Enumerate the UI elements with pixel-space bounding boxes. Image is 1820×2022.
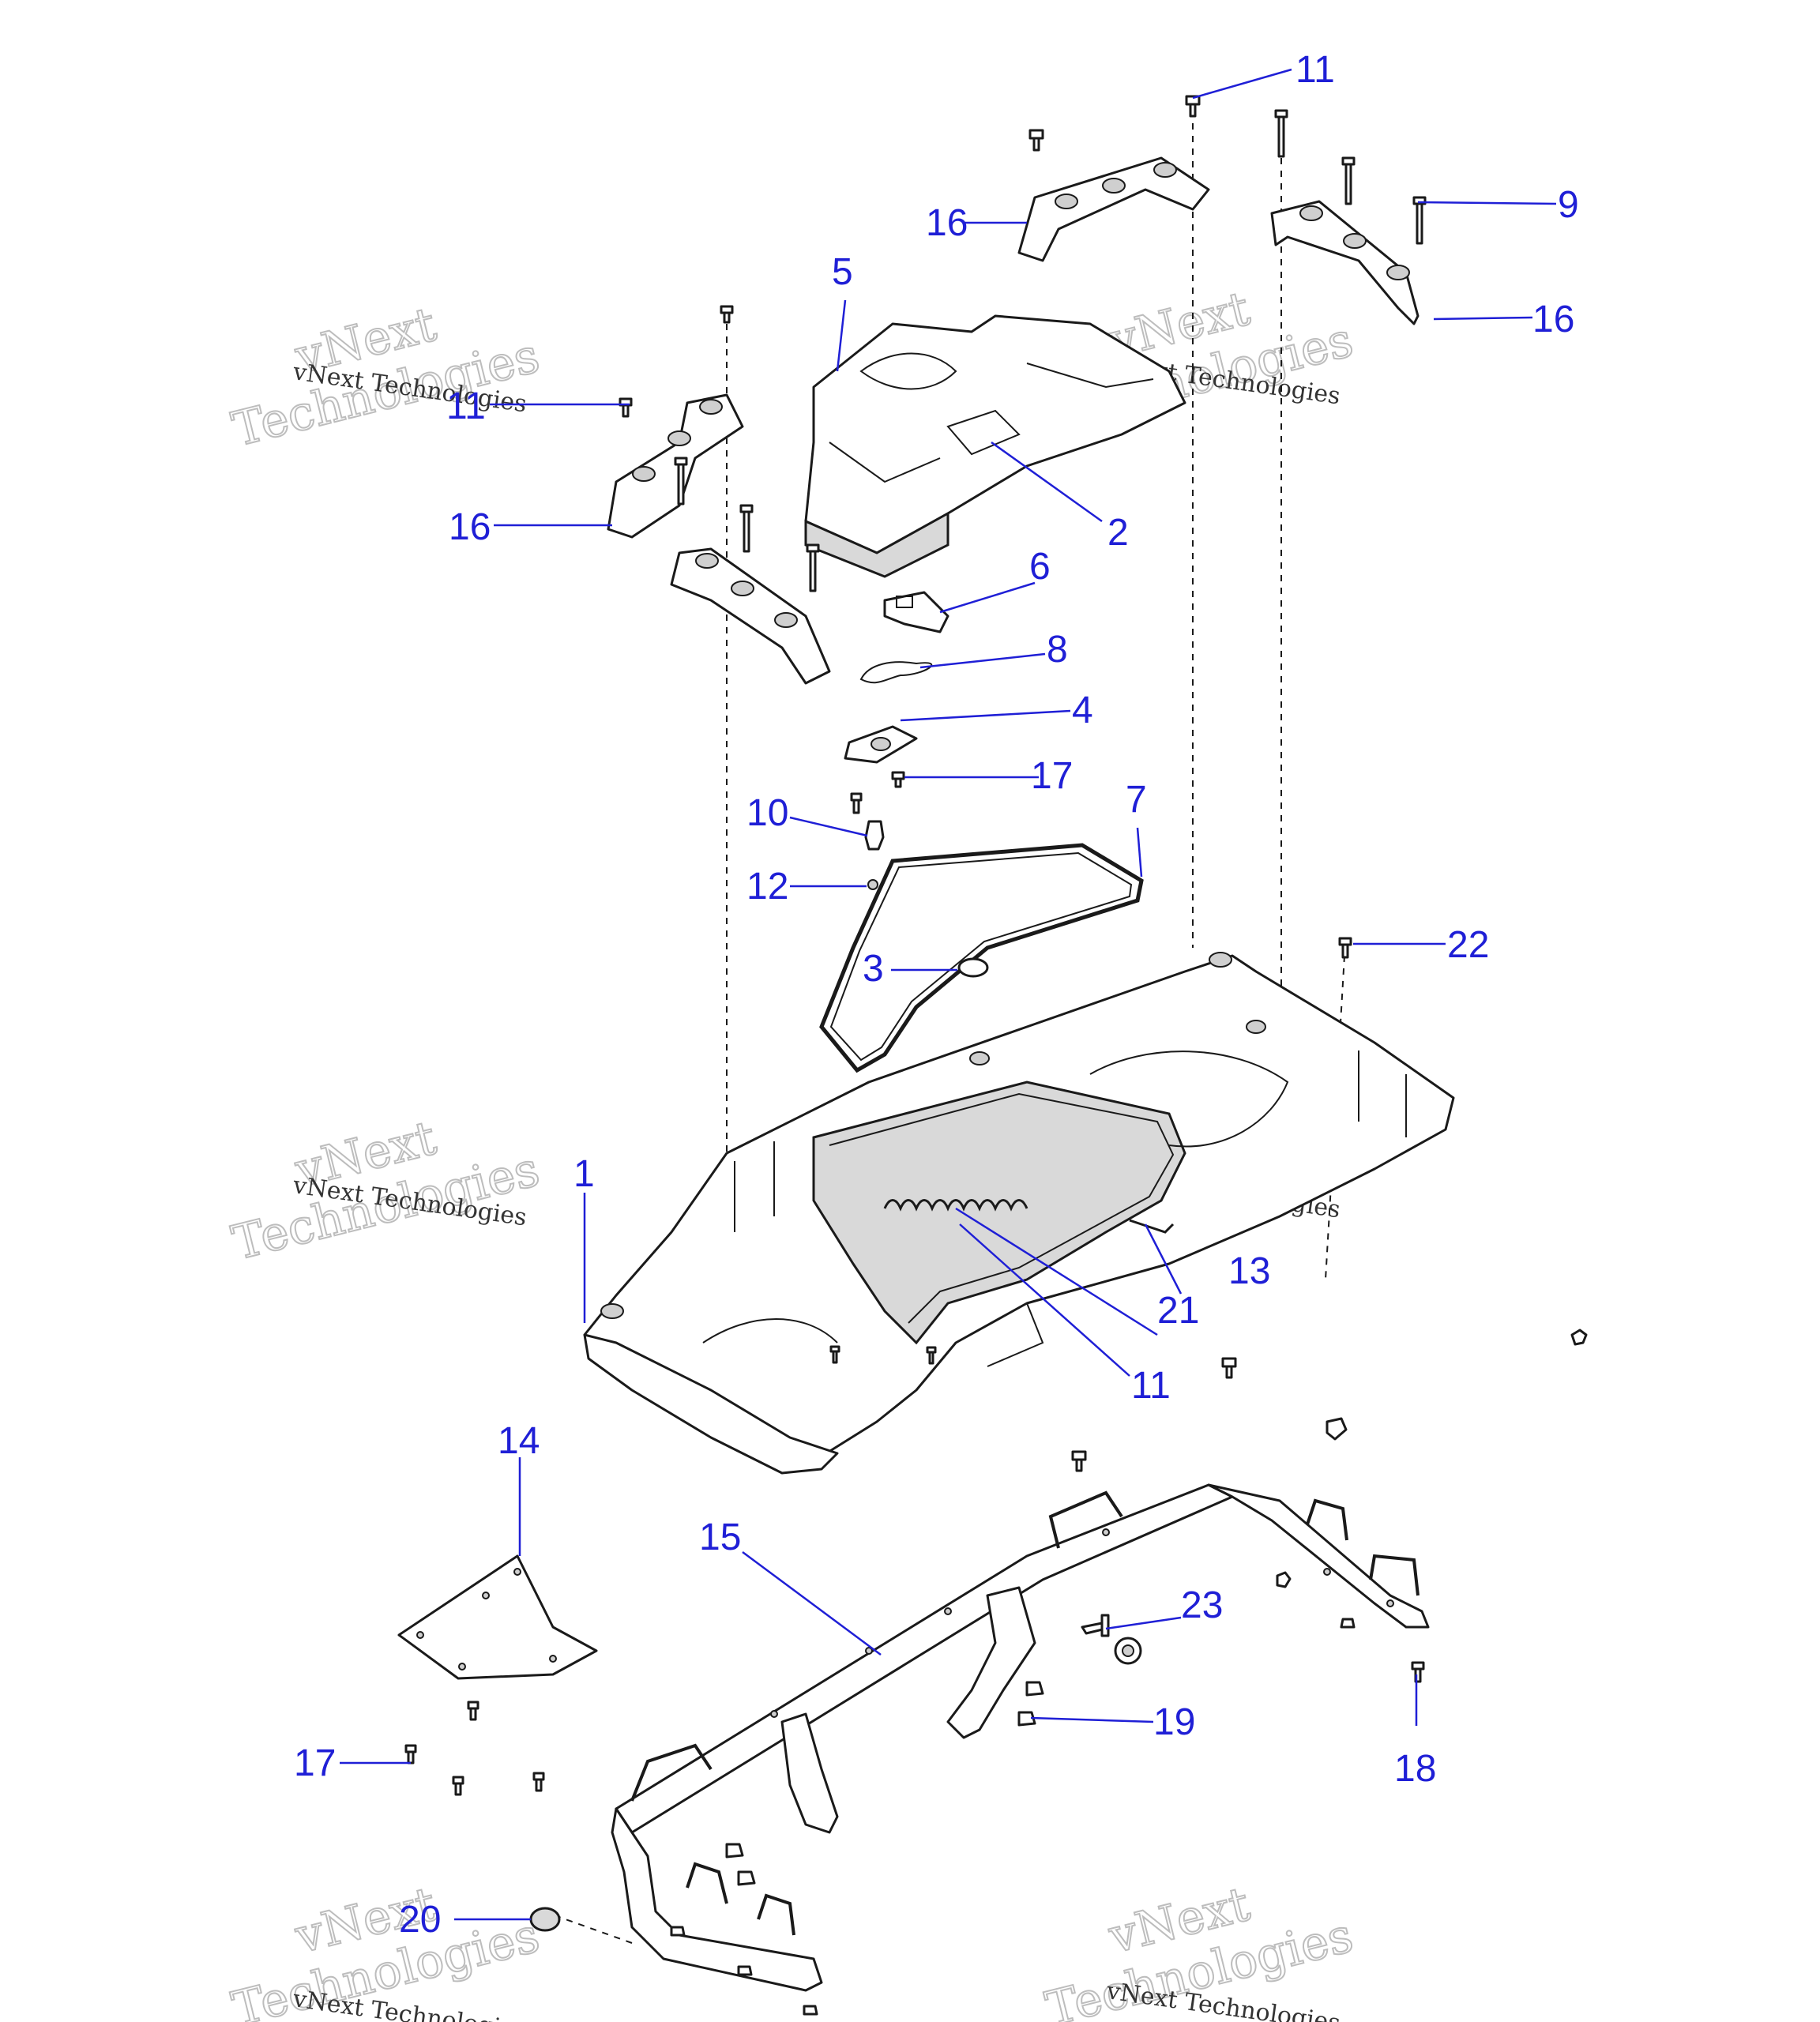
- part-16-bracket-left-lower: [670, 547, 831, 685]
- fasteners-mid: [829, 1329, 1588, 1472]
- callout-17: 17: [294, 1742, 336, 1784]
- part-16-bracket-top-center: [1017, 156, 1210, 262]
- part-14-shield-plate: [397, 1554, 598, 1680]
- fasteners-top: [619, 95, 1427, 592]
- callout-15: 15: [699, 1516, 741, 1558]
- watermark-top-left: vNext Technologies: [226, 296, 545, 459]
- part-22-screw: [1338, 937, 1352, 959]
- callout-16: 16: [1532, 299, 1574, 340]
- part-5-storage-lid: [804, 314, 1186, 578]
- callout-16: 16: [926, 202, 968, 244]
- callout-10: 10: [746, 792, 788, 834]
- part-1-cargo-box: [583, 952, 1455, 1475]
- part-3-plug: [957, 957, 989, 978]
- callout-6: 6: [1029, 546, 1051, 588]
- callout-9: 9: [1558, 184, 1579, 226]
- callout-12: 12: [746, 866, 788, 908]
- callout-2: 2: [1107, 512, 1129, 554]
- callout-18: 18: [1394, 1748, 1436, 1790]
- part-8-clip: [859, 661, 933, 684]
- callout-22: 22: [1447, 924, 1489, 966]
- watermark-mid-left: vNext Technologies: [226, 1110, 545, 1272]
- part-16-bracket-top-right: [1270, 200, 1420, 325]
- callout-11: 11: [1295, 49, 1335, 91]
- callout-14: 14: [498, 1420, 540, 1462]
- leader-lines: [340, 68, 1557, 1921]
- callout-11: 11: [1131, 1365, 1171, 1407]
- callout-4: 4: [1072, 690, 1093, 731]
- part-4-plate: [844, 725, 918, 764]
- part-16-bracket-left-upper: [607, 393, 744, 539]
- callout-21: 21: [1157, 1290, 1199, 1332]
- callout-labels: 11 9 16 16 5 2 11 16 6 8 4 17 7 10 12 3 …: [294, 49, 1579, 1941]
- part-17-screw: [891, 771, 905, 788]
- part-7-seal: [819, 843, 1144, 1073]
- callout-19: 19: [1153, 1701, 1195, 1743]
- callout-13: 13: [1228, 1250, 1270, 1292]
- callout-16: 16: [449, 506, 491, 548]
- part-6-latch: [883, 591, 949, 633]
- callout-1: 1: [573, 1153, 595, 1195]
- callout-20: 20: [399, 1899, 441, 1941]
- callout-5: 5: [832, 251, 853, 293]
- fasteners-lower-left: [404, 1701, 545, 1796]
- part-10-bumper: [850, 792, 885, 851]
- part-12-nut: [867, 879, 878, 890]
- fasteners-bumper: [529, 1571, 1425, 2016]
- part-15-bumper-frame: [611, 1483, 1430, 1992]
- callout-23: 23: [1181, 1584, 1223, 1626]
- callout-8: 8: [1047, 629, 1068, 671]
- callout-11: 11: [446, 385, 486, 427]
- callout-7: 7: [1126, 779, 1147, 821]
- callout-3: 3: [863, 948, 884, 990]
- callout-17: 17: [1031, 755, 1073, 797]
